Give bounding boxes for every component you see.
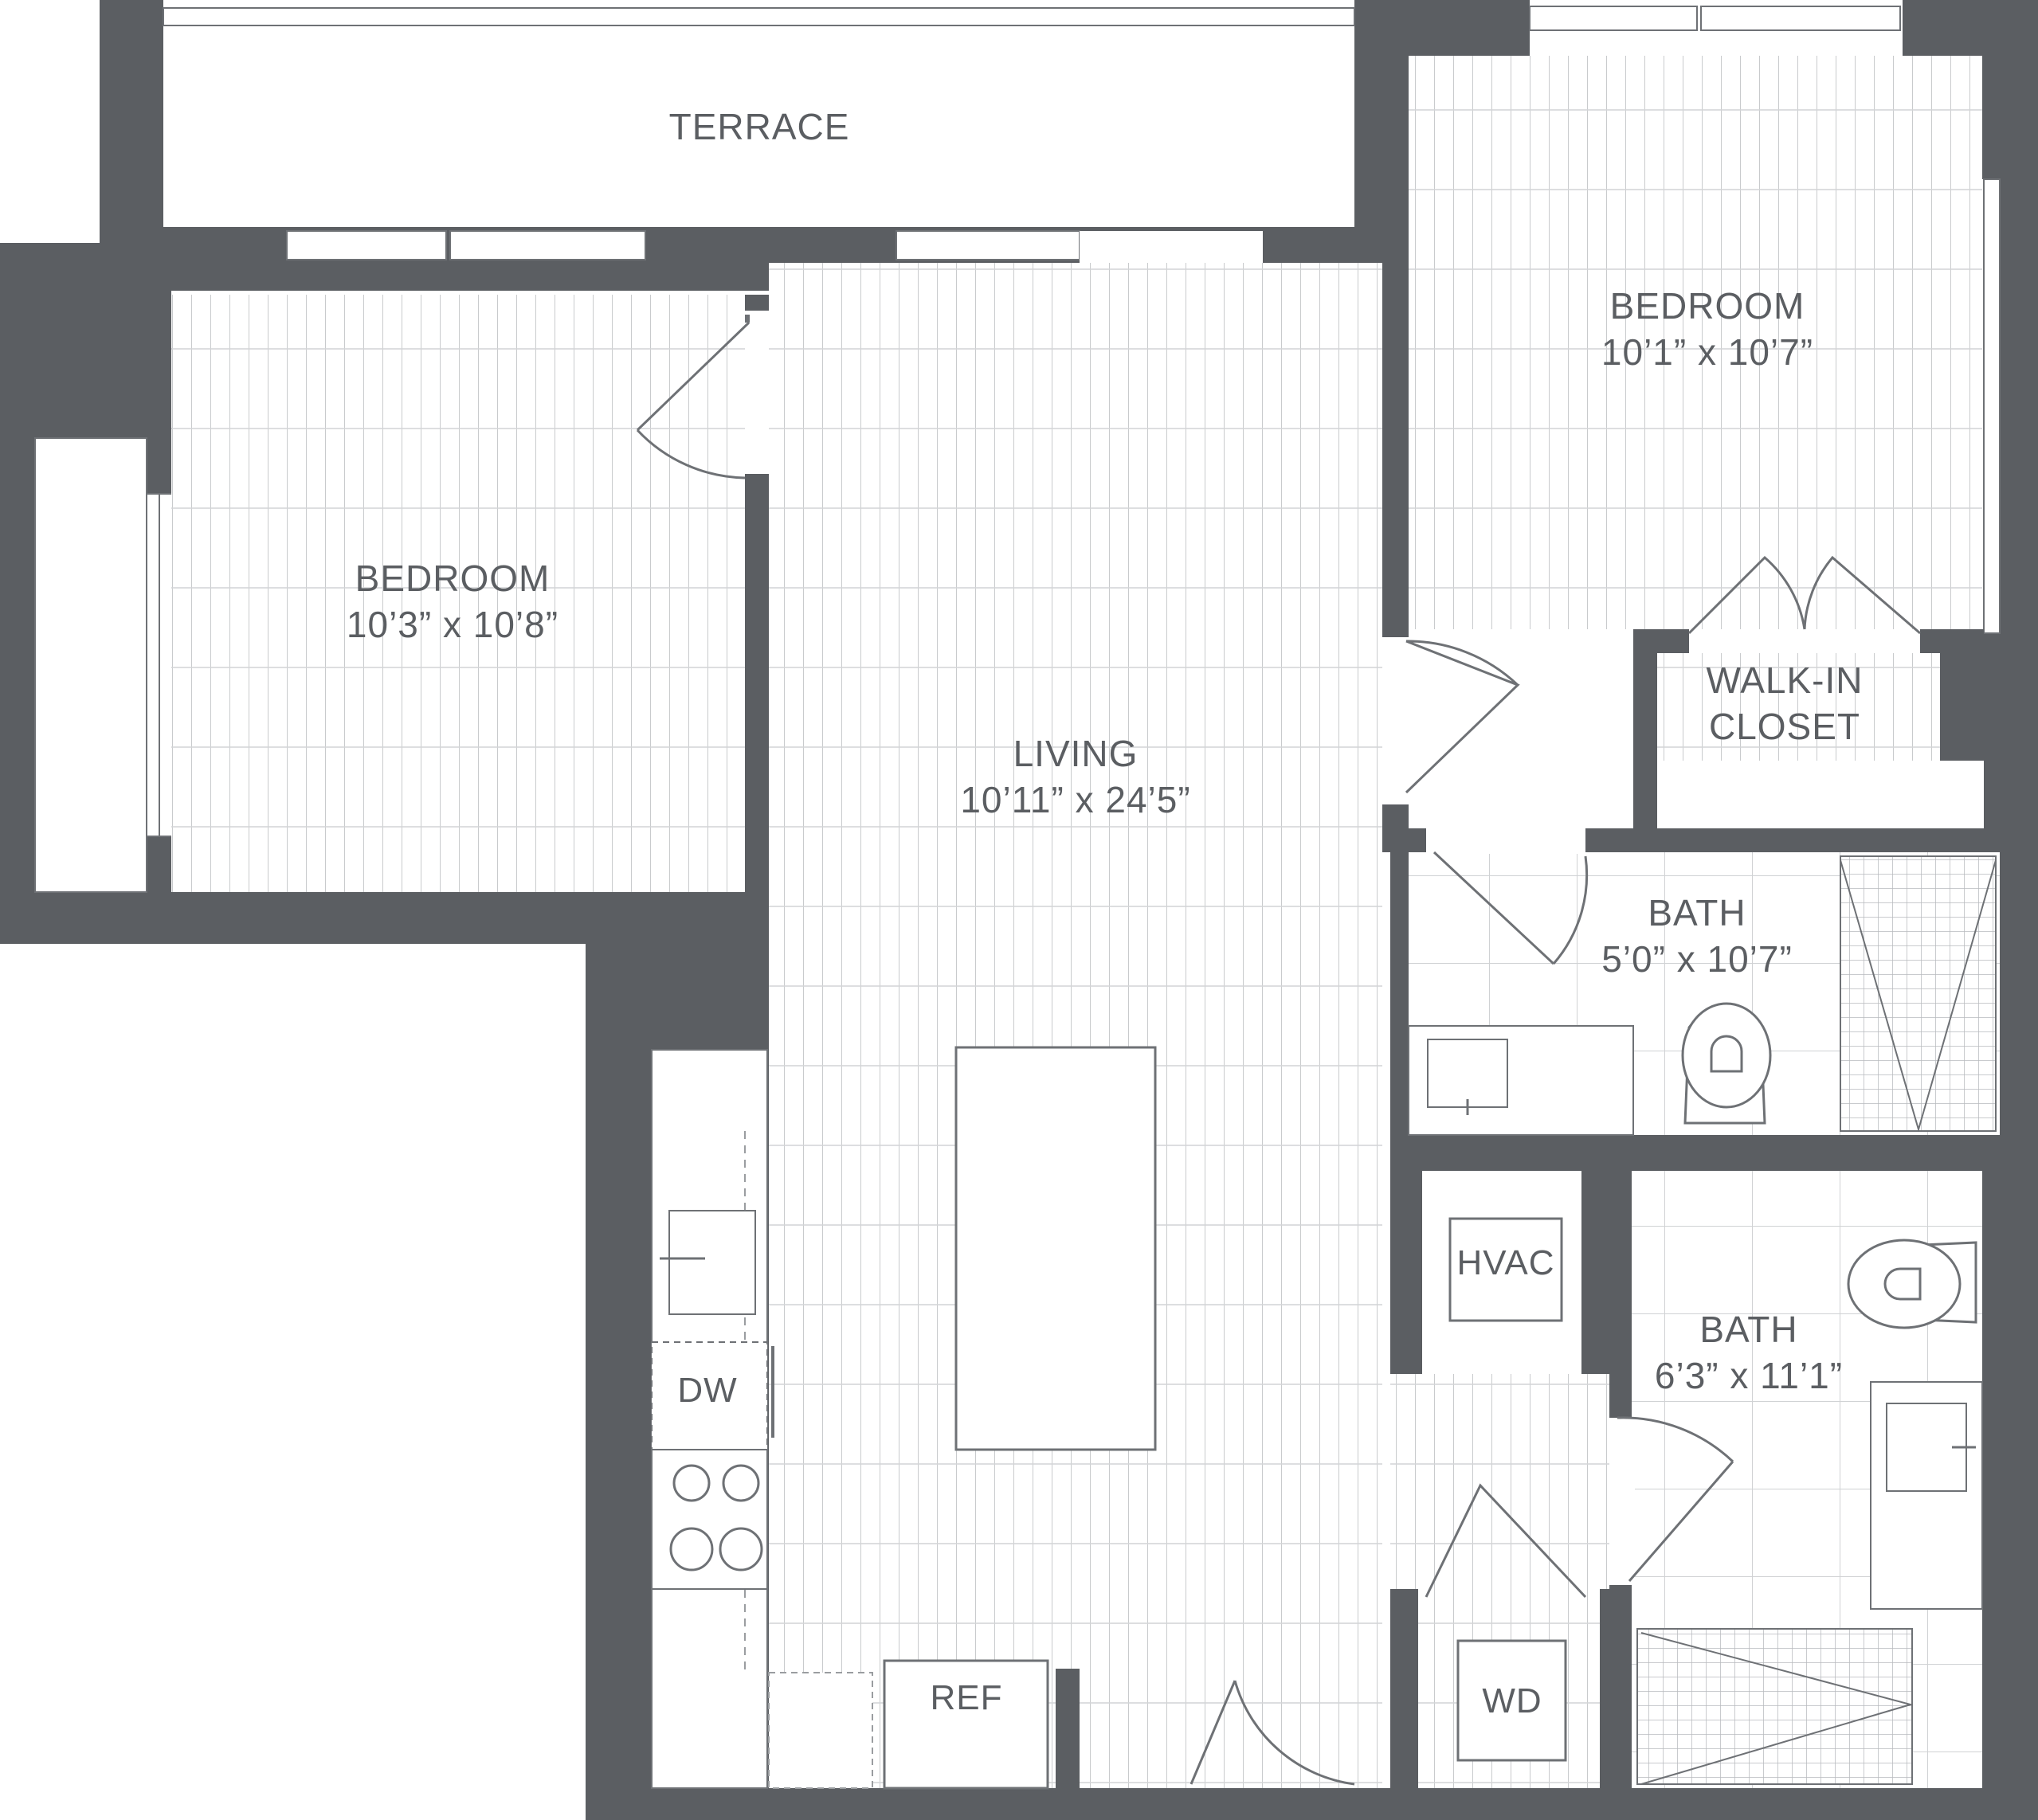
shower-lower-drain-lines bbox=[1640, 1632, 1914, 1785]
closet-door-left bbox=[1687, 555, 1806, 635]
bath-upper-dims: 5’0” x 10’7” bbox=[1601, 938, 1793, 980]
entry-door bbox=[1189, 1680, 1355, 1786]
wd-door bbox=[1425, 1483, 1587, 1599]
left-bedroom-door-gap bbox=[745, 311, 769, 474]
window-1 bbox=[286, 230, 447, 260]
left-wing-blank bbox=[0, 944, 586, 1820]
shower-lower bbox=[1636, 1628, 1913, 1785]
living-floor bbox=[769, 263, 1382, 1788]
bedroom-left-dims: 10’3” x 10’8” bbox=[347, 604, 558, 645]
living-name: LIVING bbox=[1013, 733, 1139, 774]
bath-lower-door bbox=[1617, 1416, 1734, 1582]
bath-lower-door-gap bbox=[1609, 1418, 1635, 1585]
refrigerator bbox=[883, 1659, 1049, 1790]
bath-lower-name: BATH bbox=[1699, 1309, 1797, 1350]
right-window-1 bbox=[1529, 6, 1698, 31]
bath-upper-name: BATH bbox=[1648, 892, 1746, 933]
closet-label-2: CLOSET bbox=[1709, 706, 1860, 747]
left-bedroom-door bbox=[636, 321, 751, 479]
bedroom-right-dims: 10’1” x 10’7” bbox=[1601, 331, 1813, 373]
bath-upper-sink bbox=[1427, 1039, 1508, 1108]
dishwasher-label: DW bbox=[677, 1371, 737, 1410]
hvac-unit bbox=[1448, 1217, 1563, 1322]
wd-wall bbox=[1390, 1589, 1418, 1788]
closet-door-right bbox=[1803, 555, 1921, 635]
closet-door-gap bbox=[1689, 629, 1920, 653]
washer-dryer-label: WD bbox=[1482, 1681, 1542, 1720]
shower-upper-drain-lines bbox=[1840, 859, 1997, 1133]
right-bedroom-window-side bbox=[1983, 178, 2001, 634]
living-dims: 10’11” x 24’5” bbox=[960, 779, 1190, 820]
washer-dryer bbox=[1456, 1639, 1567, 1762]
burner-2 bbox=[722, 1464, 760, 1502]
bath-upper-door bbox=[1432, 851, 1589, 965]
left-bedroom-door-leaf bbox=[745, 315, 750, 323]
toilet-lower bbox=[1847, 1239, 1977, 1329]
bedroom-right-name: BEDROOM bbox=[1610, 285, 1805, 327]
dishwasher-box bbox=[651, 1341, 768, 1450]
closet-lower-blank bbox=[1657, 761, 1984, 828]
ref-wall bbox=[1056, 1669, 1080, 1788]
closet-label-1: WALK-IN bbox=[1707, 660, 1864, 701]
right-bedroom-floor bbox=[1409, 56, 1982, 629]
terrace-area bbox=[163, 0, 1354, 231]
terrace-rail bbox=[163, 7, 1355, 26]
bath-upper-door-gap bbox=[1426, 828, 1585, 854]
left-window-box bbox=[34, 437, 147, 893]
toilet-upper bbox=[1681, 1002, 1772, 1125]
bath-lower-dims: 6’3” x 11’1” bbox=[1655, 1355, 1843, 1396]
sliding-door bbox=[896, 230, 1080, 260]
bottom-wall bbox=[586, 1788, 1390, 1820]
bedroom-left-name: BEDROOM bbox=[355, 558, 551, 599]
burner-3 bbox=[669, 1527, 714, 1571]
hvac-label: HVAC bbox=[1457, 1243, 1555, 1282]
refrigerator-label: REF bbox=[931, 1678, 1003, 1717]
left-wing-outer-blank bbox=[0, 0, 100, 243]
burner-1 bbox=[672, 1464, 711, 1502]
kitchen-island bbox=[954, 1046, 1157, 1451]
burner-4 bbox=[719, 1527, 763, 1571]
right-bedroom-top-right-wall bbox=[1903, 0, 2038, 179]
sink bbox=[668, 1210, 756, 1315]
left-bedroom-floor bbox=[171, 295, 745, 892]
living-right-wall bbox=[1382, 287, 1409, 637]
right-bedroom-door bbox=[1405, 640, 1520, 794]
window-2 bbox=[449, 230, 646, 260]
pantry-box bbox=[768, 1672, 873, 1789]
shower-upper bbox=[1840, 855, 1997, 1132]
living-right-wall-door-gap bbox=[1390, 637, 1406, 804]
cooktop bbox=[651, 1449, 768, 1590]
terrace-label: TERRACE bbox=[669, 106, 850, 147]
right-window-2 bbox=[1700, 6, 1901, 31]
